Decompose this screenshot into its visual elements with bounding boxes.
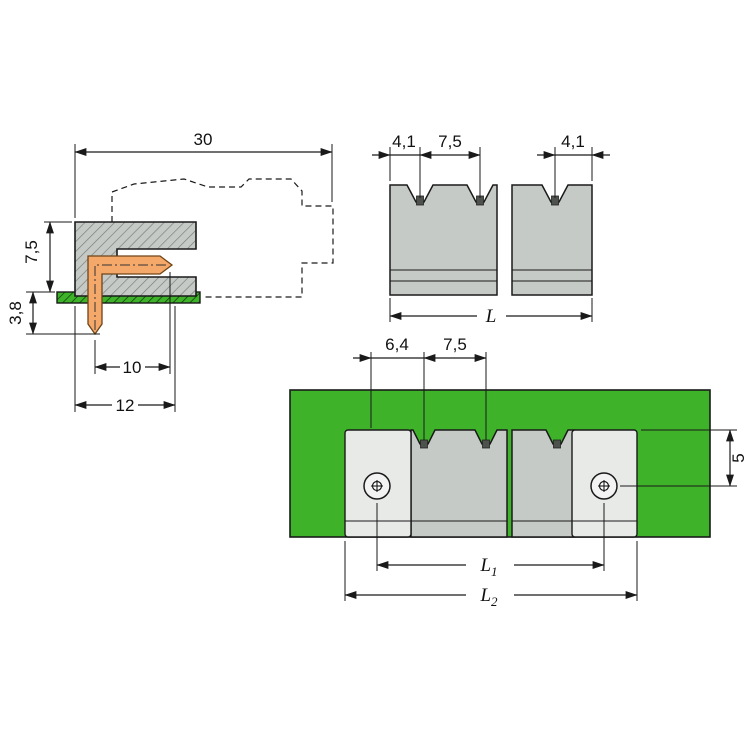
l1-base: L — [479, 555, 491, 576]
dim-height-above-board: 7,5 — [22, 221, 72, 293]
dim-label-height-above-board: 7,5 — [22, 240, 41, 264]
dim-label-l1: L1 — [479, 555, 497, 579]
connector-segment-right — [511, 184, 593, 296]
l2-base: L — [479, 585, 491, 606]
screw-hole-right — [590, 472, 618, 500]
screw-hole-left — [363, 472, 391, 500]
footprint-segment-right — [511, 429, 575, 538]
dim-label-pin-pitch: 7,5 — [443, 335, 467, 354]
dim-total-length: L — [389, 298, 593, 327]
connector-housing-section — [74, 221, 197, 297]
side-view: 30 7,5 3,8 10 12 — [6, 130, 334, 415]
dim-label-pin-to-end: 4,1 — [561, 132, 585, 151]
front-view: 4,1 7,5 4,1 L — [372, 132, 610, 327]
dim-label-end-to-pin: 4,1 — [392, 132, 416, 151]
dim-overall-depth: 30 — [74, 130, 333, 218]
dim-label-end-to-pin: 6,4 — [385, 335, 409, 354]
dim-l1: L1 — [376, 503, 605, 579]
connector-segment-left — [389, 184, 498, 296]
l1-subscript: 1 — [491, 564, 498, 579]
pin-centerline — [94, 264, 168, 330]
dim-label-body-depth: 12 — [116, 396, 135, 415]
dim-board-top: 6,4 7,5 — [353, 335, 487, 440]
solder-pin — [87, 255, 174, 336]
pin-contact — [420, 439, 428, 449]
dim-label-pin-pitch: 7,5 — [438, 132, 462, 151]
dim-l2: L2 — [344, 541, 638, 609]
dim-front-top: 4,1 7,5 4,1 — [372, 132, 610, 198]
dim-pin-length: 10 — [94, 272, 171, 377]
pin-contact — [482, 439, 490, 449]
dim-hole-offset: 5 — [620, 429, 748, 487]
dim-label-pin-below-board: 3,8 — [6, 301, 25, 325]
dim-label-pin-length: 10 — [123, 358, 142, 377]
dim-label-overall-depth: 30 — [194, 130, 213, 149]
dim-body-depth: 12 — [74, 306, 176, 415]
pin-contact — [553, 439, 561, 449]
mating-plug-outline — [111, 178, 334, 298]
l2-subscript: 2 — [491, 594, 498, 609]
dim-label-total-length: L — [485, 306, 497, 327]
board-layout-view: 6,4 7,5 5 L1 L2 — [289, 335, 748, 609]
dim-label-l2: L2 — [479, 585, 498, 609]
dim-pin-below-board: 3,8 — [6, 291, 100, 335]
footprint-segment-left — [410, 429, 508, 538]
dim-label-hole-offset: 5 — [729, 453, 748, 462]
